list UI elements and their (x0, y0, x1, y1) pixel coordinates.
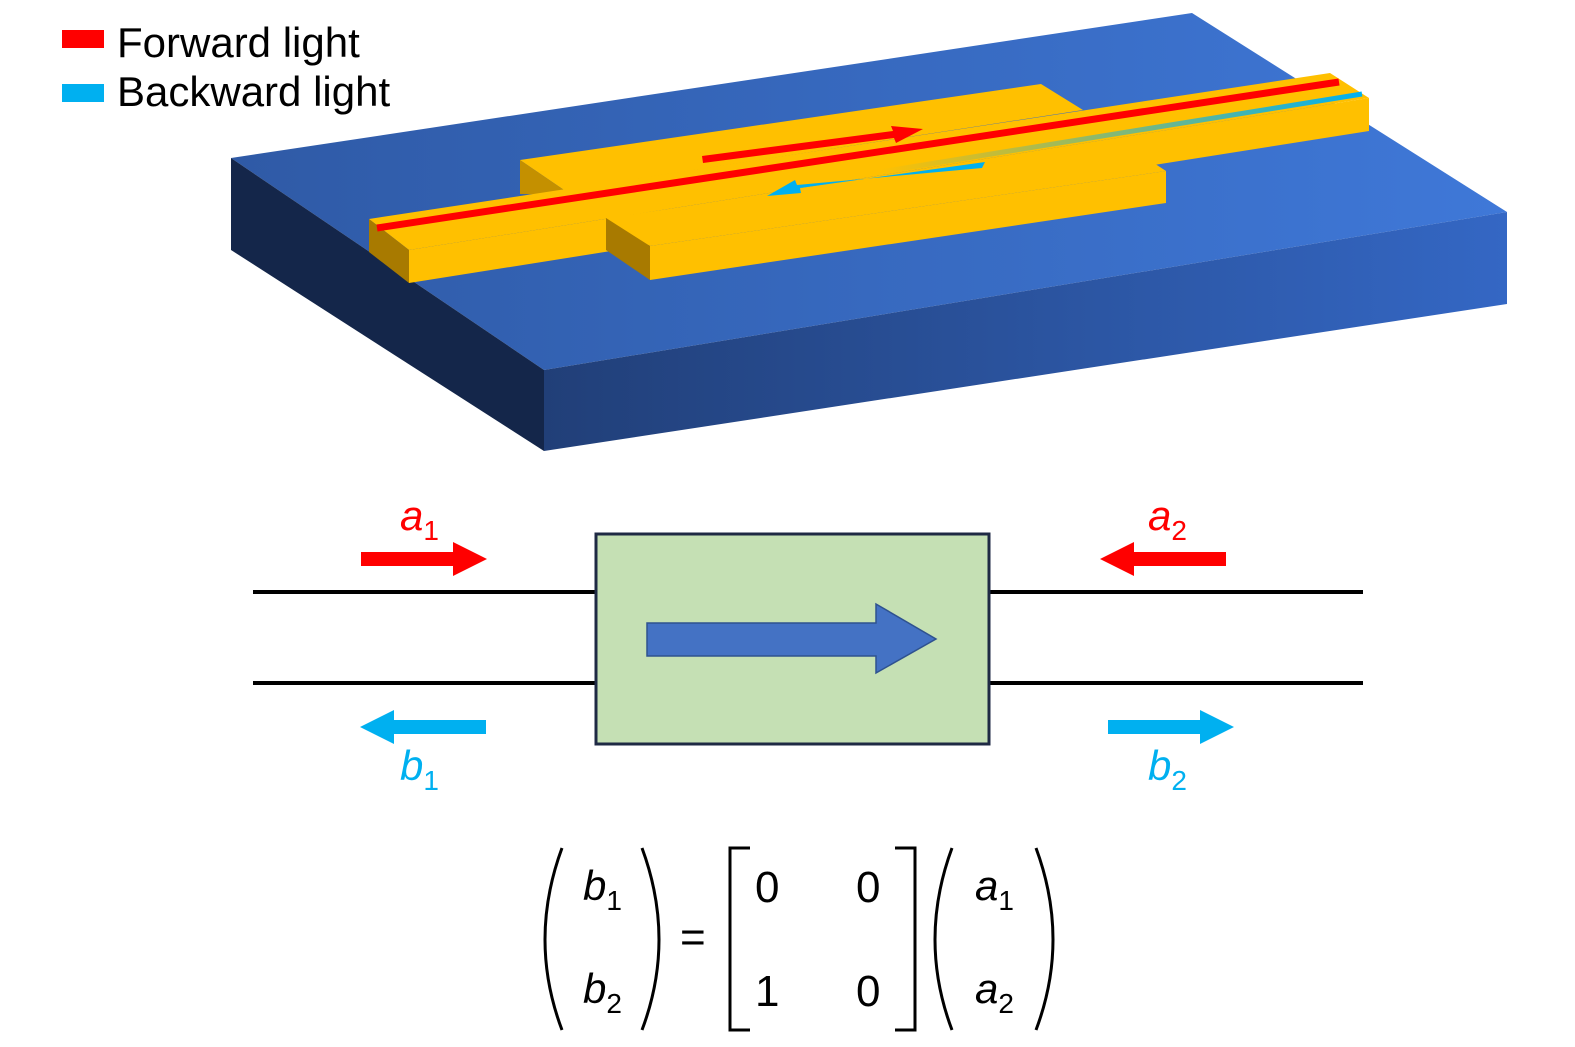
matrix-cell-22: 0 (856, 967, 880, 1016)
equals-sign: = (680, 913, 706, 962)
substrate-left-side (231, 158, 544, 451)
a2-arrow (1100, 542, 1226, 576)
legend-forward-label: Forward light (117, 19, 360, 66)
substrate-front-side (544, 212, 1507, 451)
lhs-b2: b2 (583, 965, 622, 1019)
matrix-cell-12: 0 (856, 863, 880, 912)
device-3d (231, 13, 1507, 451)
b1-label: b1 (400, 742, 439, 796)
legend-backward-swatch (62, 84, 104, 102)
coupler-slab-back-top (520, 84, 1083, 190)
matrix-bracket-left (728, 846, 750, 1032)
backward-arrow-3d (767, 162, 985, 196)
waveguide-forward-light (376, 78, 1340, 232)
rhs-paren-right (1034, 847, 1055, 1031)
matrix-cell-21: 1 (755, 967, 779, 1016)
lhs-b1: b1 (583, 862, 622, 916)
legend: Forward light Backward light (62, 19, 390, 115)
matrix-bracket-right (895, 846, 917, 1032)
waveguide-side-left (369, 219, 409, 283)
coupler-slab-front-top (606, 144, 1166, 246)
lhs-paren-left (543, 847, 564, 1031)
rhs-a2: a2 (975, 965, 1014, 1019)
coupler-slab-front-side-left (606, 218, 650, 280)
rhs-paren-left (933, 847, 954, 1031)
legend-forward-swatch (62, 30, 104, 48)
matrix-cell-11: 0 (755, 863, 779, 912)
a1-arrow (361, 542, 487, 576)
scattering-equation: b1 b2 = 0 0 1 0 a1 a2 (543, 846, 1055, 1032)
coupler-slab-back-side (520, 160, 564, 195)
b1-arrow (360, 710, 486, 744)
b2-arrow (1108, 710, 1234, 744)
a2-label: a2 (1148, 492, 1187, 546)
coupler-slab-front-face (650, 171, 1166, 280)
a1-label: a1 (400, 492, 439, 546)
rhs-a1: a1 (975, 862, 1014, 916)
lhs-paren-right (640, 847, 661, 1031)
legend-backward-label: Backward light (117, 68, 390, 115)
forward-arrow-3d (702, 126, 923, 163)
b2-label: b2 (1148, 742, 1187, 796)
isolator-direction-arrow (646, 602, 938, 675)
port-diagram: a1 a2 b1 b2 (253, 492, 1363, 796)
waveguide-backward-light (879, 91, 1363, 175)
